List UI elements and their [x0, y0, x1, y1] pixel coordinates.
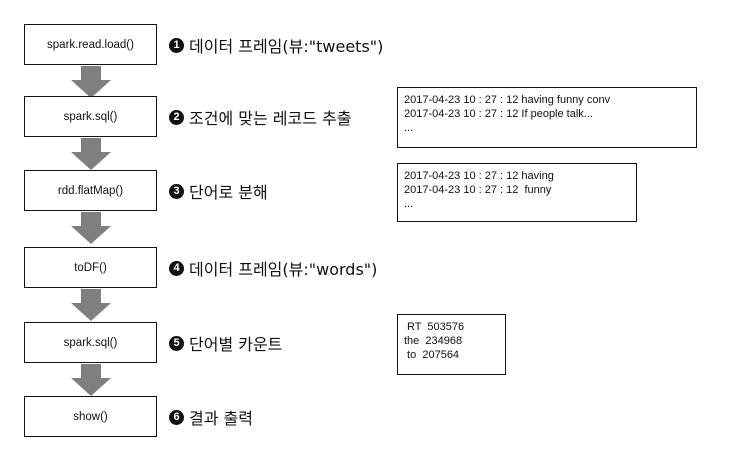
step-1-number-badge: 1	[169, 37, 184, 53]
output-line: ...	[404, 198, 414, 210]
down-arrow-icon	[71, 289, 111, 321]
step-2-label: 2 조건에 맞는 레코드 추출	[169, 105, 351, 129]
output-line: to 207564	[404, 349, 460, 361]
down-arrow-icon	[71, 364, 111, 396]
down-arrow-icon	[71, 66, 111, 98]
step-6-text: 결과 출력	[189, 409, 253, 428]
step-1-text: 데이터 프레임(뷰:"tweets")	[189, 37, 384, 56]
step-5-code: spark.sql()	[63, 336, 118, 349]
word-count-output: RT 503576 the 234968 to 207564	[397, 314, 506, 375]
step-3-box: rdd.flatMap()	[24, 170, 157, 211]
down-arrow-icon	[71, 212, 111, 244]
step-3-number-badge: 3	[169, 183, 184, 199]
step-1-label: 1 데이터 프레임(뷰:"tweets")	[169, 33, 383, 57]
step-6-box: show()	[24, 396, 157, 437]
step-4-text: 데이터 프레임(뷰:"words")	[189, 260, 378, 279]
output-line: 2017-04-23 10 : 27 : 12 funny	[404, 184, 552, 196]
step-4-number-badge: 4	[169, 260, 184, 276]
step-3-text: 단어로 분해	[189, 183, 268, 202]
step-5-box: spark.sql()	[24, 322, 157, 363]
down-arrow-icon	[71, 138, 111, 170]
output-line: 2017-04-23 10 : 27 : 12 If people talk..…	[404, 108, 593, 120]
step-6-code: show()	[73, 410, 108, 423]
step-1-code: spark.read.load()	[47, 38, 134, 51]
step-3-label: 3 단어로 분해	[169, 179, 268, 203]
output-line: 2017-04-23 10 : 27 : 12 having	[404, 170, 554, 182]
split-words-output: 2017-04-23 10 : 27 : 12 having 2017-04-2…	[397, 163, 637, 222]
output-line: 2017-04-23 10 : 27 : 12 having funny con…	[404, 94, 611, 106]
output-line: RT 503576	[404, 321, 465, 333]
output-line: ...	[404, 122, 414, 134]
step-2-box: spark.sql()	[24, 96, 157, 137]
step-2-number-badge: 2	[169, 109, 184, 125]
step-2-code: spark.sql()	[63, 110, 118, 123]
step-5-text: 단어별 카운트	[189, 335, 283, 354]
step-2-text: 조건에 맞는 레코드 추출	[189, 109, 352, 128]
filtered-records-output: 2017-04-23 10 : 27 : 12 having funny con…	[397, 87, 697, 148]
step-4-label: 4 데이터 프레임(뷰:"words")	[169, 256, 377, 280]
step-4-code: toDF()	[74, 261, 107, 274]
output-line: the 234968	[404, 335, 463, 347]
step-1-box: spark.read.load()	[24, 24, 157, 65]
step-3-code: rdd.flatMap()	[57, 184, 124, 197]
step-5-label: 5 단어별 카운트	[169, 331, 282, 355]
step-6-number-badge: 6	[169, 409, 184, 425]
step-4-box: toDF()	[24, 247, 157, 288]
step-6-label: 6 결과 출력	[169, 405, 253, 429]
step-5-number-badge: 5	[169, 335, 184, 351]
